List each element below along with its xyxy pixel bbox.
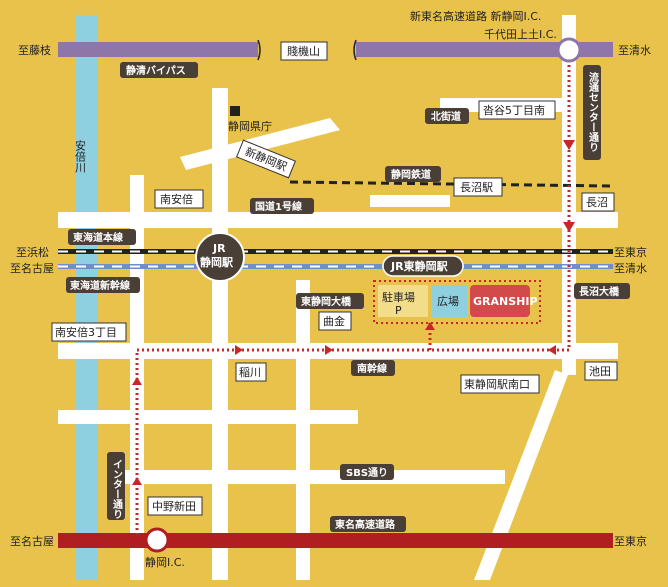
road [125,470,505,484]
label-kencho: 静岡県庁 [228,119,272,133]
label-kokudo1: 国道1号線 [255,200,302,213]
label-to-tokyo-bottom: 至東京 [614,534,647,548]
label-to-hamamatsu: 至浜松 [16,245,49,259]
label-shizuoka-tetsudo: 静岡鉄道 [391,168,431,181]
label-to-shimizu-mid: 至清水 [614,262,647,275]
granship-building [470,285,530,317]
text-layer: 新東名高速道路 新静岡I.C. 千代田上土I.C. 至藤枝 至清水 賤機山 静清… [10,9,651,569]
label-magarikane: 曲金 [323,314,345,328]
label-shizuhata: 賤機山 [287,44,320,58]
label-inagawa: 稲川 [239,366,261,379]
label-ryutsu-center: 流通センター通り [587,71,599,152]
route [135,60,571,535]
label-ikeda: 池田 [589,365,611,378]
label-to-nagoya-bottom: 至名古屋 [10,534,54,548]
road [370,195,450,207]
label-sakura5: 沓谷5丁目南 [483,104,545,117]
label-naganuma-ohashi: 長沼大橋 [579,285,620,298]
label-parking-p: P [395,304,402,317]
kencho-marker [230,106,240,116]
road [58,410,358,424]
label-kita-kaido: 北街道 [431,110,461,123]
road [474,370,568,580]
label-higashi-ohashi: 東静岡大橋 [301,295,352,308]
label-to-fujieda: 至藤枝 [18,43,51,57]
road [212,88,228,580]
label-seishin-bypass: 静清バイパス [126,64,186,77]
label-naganuma-st: 長沼駅 [460,180,493,194]
label-minami-kansen: 南幹線 [357,362,387,375]
label-hiroba: 広場 [437,295,459,308]
label-chiyoda: 千代田上土I.C. [484,28,557,41]
label-interchange-st: インター通り [111,459,123,519]
label-shin-tomei: 新東名高速道路 新静岡I.C. [410,9,541,23]
road [58,212,618,228]
road [180,118,340,170]
label-to-nagoya-mid: 至名古屋 [10,261,54,275]
abe-river [76,15,98,580]
tomei-expressway [58,533,613,548]
jr-shizuoka-station [195,232,245,282]
road [296,280,310,580]
label-nakano-shinden: 中野新田 [152,499,196,513]
label-to-tokyo-mid: 至東京 [614,245,647,259]
shizuoka-ic [144,527,170,553]
label-granship: GRANSHIP [473,295,538,308]
label-minami-abe3: 南安倍3丁目 [55,325,117,339]
label-tokaido-line: 東海道本線 [73,231,123,244]
label-tomei: 東名高速道路 [335,518,396,531]
route-arrows [132,140,575,485]
parking-area [378,285,428,317]
label-shinkansen: 東海道新幹線 [70,279,130,292]
chiyoda-ic [556,37,582,63]
label-naganuma: 長沼 [586,195,608,209]
label-to-shimizu-top: 至清水 [618,44,651,57]
label-shizuoka-ic: 静岡I.C. [145,555,185,569]
plaza [432,285,467,317]
label-sbs-dori: SBS通り [346,467,388,479]
label-jr-2: 静岡駅 [200,255,233,269]
label-jr-1: JR [212,242,226,255]
label-jr-higashi: JR東静岡駅 [390,259,448,273]
shizuoka-railway [289,180,613,188]
label-parking: 駐車場 [382,290,415,304]
label-abekawa: 安倍川 [74,139,87,173]
label-higashi-minamiguchi: 東静岡駅南口 [464,377,530,391]
label-minami-abe: 南安倍 [160,192,193,206]
jr-higashi-shizuoka-station [382,255,464,277]
